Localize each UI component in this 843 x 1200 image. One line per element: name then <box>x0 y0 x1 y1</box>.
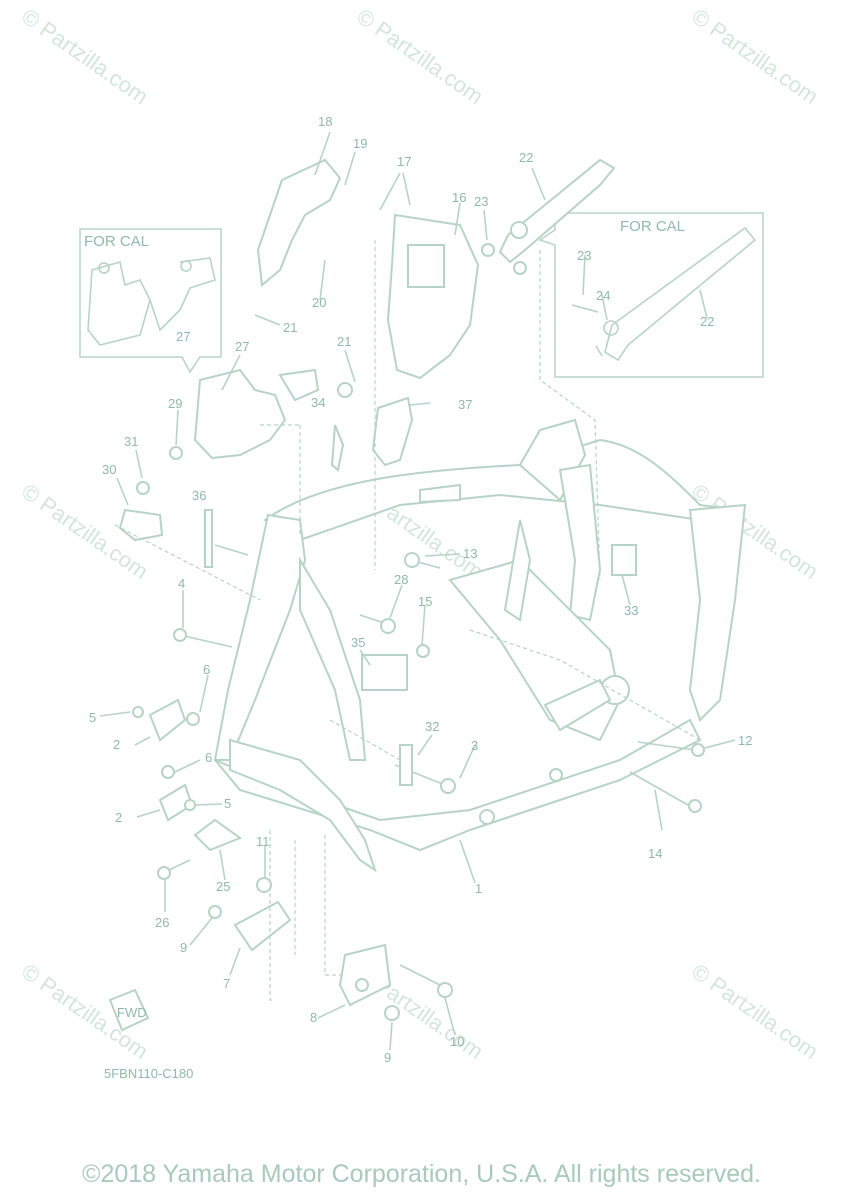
callout-22: 22 <box>519 150 533 165</box>
callout-32: 32 <box>425 719 439 734</box>
reference-lines <box>114 240 701 1001</box>
callout-27: 27 <box>235 339 249 354</box>
callout-5: 5 <box>89 710 96 725</box>
callout-9: 9 <box>384 1050 391 1065</box>
for-cal-label: FOR CAL <box>84 233 149 250</box>
callout-13: 13 <box>463 546 477 561</box>
fwd-label: FWD <box>117 1005 147 1020</box>
callout-2: 2 <box>115 810 122 825</box>
callout-37: 37 <box>458 397 472 412</box>
callout-25: 25 <box>216 879 230 894</box>
watermark: © Partzilla.com <box>687 959 823 1065</box>
callout-6: 6 <box>205 750 212 765</box>
callout-29: 29 <box>168 396 182 411</box>
callout-22: 22 <box>700 314 714 329</box>
callout-8: 8 <box>310 1010 317 1025</box>
callout-31: 31 <box>124 434 138 449</box>
watermark: © Partzilla.com <box>352 4 488 110</box>
callout-6: 6 <box>203 662 210 677</box>
callout-11: 11 <box>256 834 270 849</box>
for-cal-label: FOR CAL <box>620 218 685 235</box>
callout-30: 30 <box>102 462 116 477</box>
callout-labels: 1 2 2 3 4 5 5 6 6 7 8 9 9 10 11 12 13 14… <box>89 114 752 1065</box>
callout-2: 2 <box>113 737 120 752</box>
callout-19: 19 <box>353 136 367 151</box>
callout-7: 7 <box>223 976 230 991</box>
leader-lines <box>99 131 736 1051</box>
callout-35: 35 <box>351 635 365 650</box>
callout-4: 4 <box>178 576 185 591</box>
upper-parts <box>118 158 616 568</box>
inset-right: FOR CAL <box>538 212 764 378</box>
lower-parts: FWD <box>108 544 705 1032</box>
callout-26: 26 <box>155 915 169 930</box>
callout-27: 27 <box>176 329 190 344</box>
inset-left: FOR CAL <box>79 228 222 374</box>
copyright-notice: ©2018 Yamaha Motor Corporation, U.S.A. A… <box>82 1160 761 1188</box>
callout-23: 23 <box>474 194 488 209</box>
main-frame <box>213 418 747 873</box>
callout-33: 33 <box>624 603 638 618</box>
callout-3: 3 <box>471 738 478 753</box>
callout-10: 10 <box>450 1034 464 1049</box>
callout-9: 9 <box>180 940 187 955</box>
callout-23: 23 <box>577 248 591 263</box>
callout-36: 36 <box>192 488 206 503</box>
callout-18: 18 <box>318 114 332 129</box>
callout-15: 15 <box>418 594 432 609</box>
callout-28: 28 <box>394 572 408 587</box>
callout-5: 5 <box>224 796 231 811</box>
callout-20: 20 <box>312 295 326 310</box>
callout-21: 21 <box>283 320 297 335</box>
callout-24: 24 <box>596 288 610 303</box>
callout-1: 1 <box>475 881 482 896</box>
diagram-code: 5FBN110-C180 <box>104 1066 193 1081</box>
callout-16: 16 <box>452 190 466 205</box>
watermark: © Partzilla.com <box>687 4 823 110</box>
callout-17: 17 <box>397 154 411 169</box>
callout-34: 34 <box>311 395 325 410</box>
watermark: © Partzilla.com <box>17 4 153 110</box>
callout-12: 12 <box>738 733 752 748</box>
callout-21: 21 <box>337 334 351 349</box>
callout-14: 14 <box>648 846 662 861</box>
